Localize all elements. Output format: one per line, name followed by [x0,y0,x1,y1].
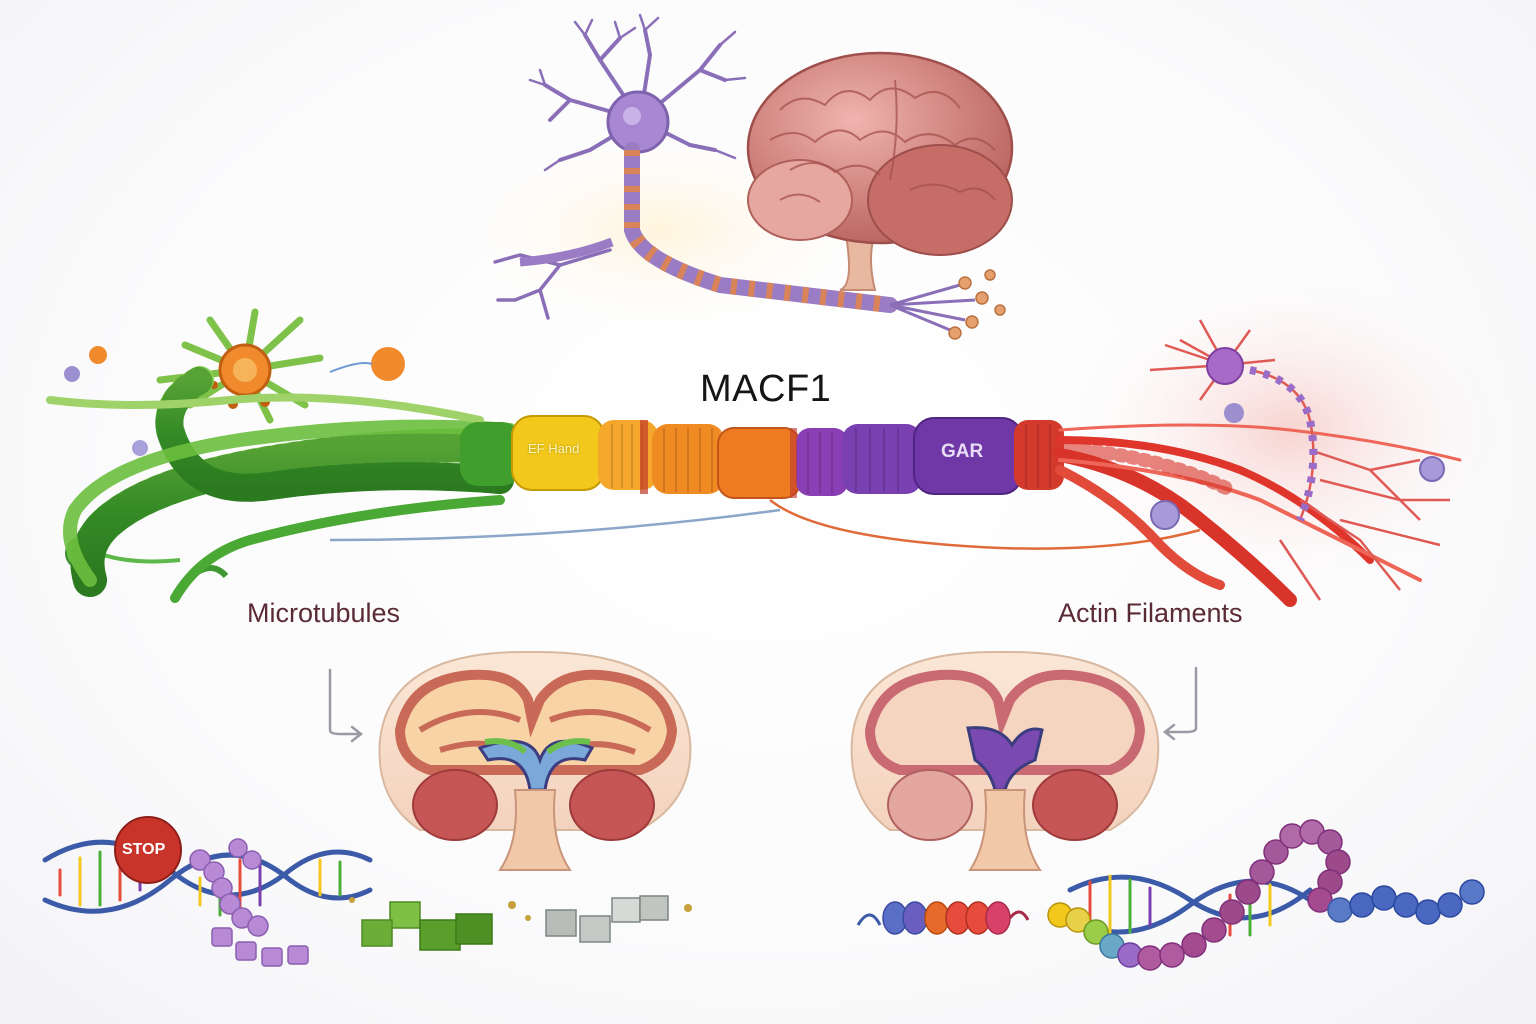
neuron-icon [493,13,747,320]
brain-icon [746,51,1014,291]
microtubules-label: Microtubules [247,598,401,628]
actin-filaments [1053,423,1462,607]
gar-domain-label: GAR [941,441,984,462]
stop-sign-icon [114,816,182,884]
brain-section-icon [378,650,692,871]
page-title: MACF1 [700,368,832,410]
stop-sign-label: STOP [122,841,166,858]
protein-chain-icon [189,838,309,967]
fragment-blocks [349,895,692,951]
microtubule-bundle [46,366,537,603]
centrosome-icon [156,308,324,424]
brain-section-icon [850,650,1160,871]
actin-filaments-label: Actin Filaments [1058,598,1243,628]
protein-chain-icon [856,901,1030,935]
arrow-icon [328,666,1198,743]
ef-hand-domain-label: EF Hand [528,441,580,456]
macf1-protein [460,415,1064,499]
protein-chain-icon [1047,819,1485,971]
